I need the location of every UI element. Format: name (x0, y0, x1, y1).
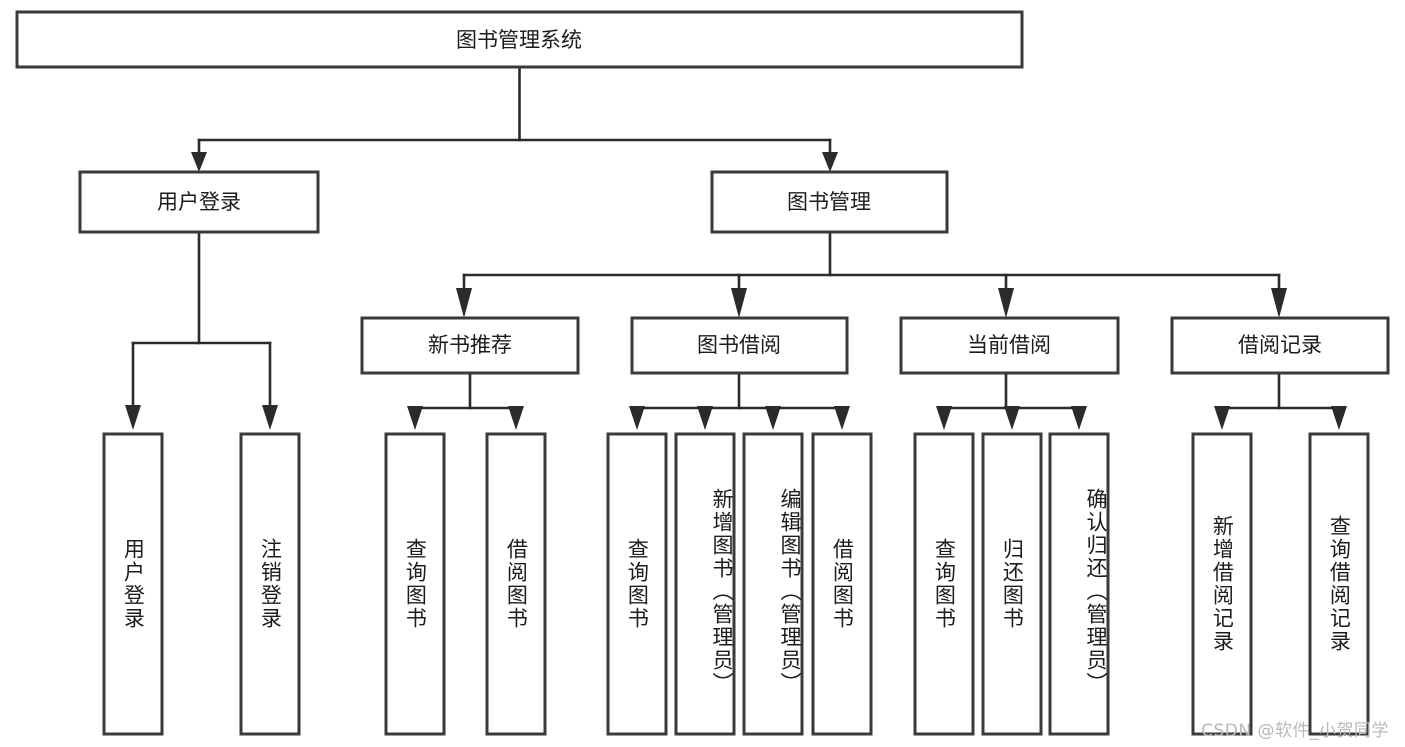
arrow-head-leaf-borrow-book-bb (834, 406, 850, 430)
node-leaf-query-book-bb-box[interactable] (606, 432, 668, 736)
node-current-borrow-box[interactable] (899, 316, 1120, 375)
node-current-borrow-label: 当前借阅 (967, 333, 1051, 357)
node-leaf-add-record-box[interactable] (1191, 432, 1253, 736)
arrow-head-leaf-query-record (1331, 406, 1347, 430)
connector-group-book-manage (456, 230, 1287, 318)
node-leaf-borrow-book-bb-box[interactable] (811, 432, 873, 736)
arrow-head-book-borrow (731, 288, 747, 318)
watermark-text: CSDN @软件_小贺同学 (1201, 721, 1389, 741)
node-borrow-record[interactable]: 借阅记录 (1170, 316, 1390, 375)
node-root-box[interactable] (15, 10, 1024, 69)
connector-group-user-login (125, 230, 278, 430)
arrow-head-leaf-user-login (125, 405, 141, 430)
arrow-head-leaf-add-record (1214, 406, 1230, 430)
node-root[interactable]: 图书管理系统 (15, 10, 1024, 69)
node-borrow-record-box[interactable] (1170, 316, 1390, 375)
arrow-head-leaf-borrow-book-rec (508, 406, 524, 430)
node-leaf-edit-book-box[interactable] (742, 432, 804, 736)
connector-group-borrow-record (1214, 371, 1347, 430)
arrow-head-book-manage (822, 152, 838, 172)
node-leaf-query-book-rec-box[interactable] (384, 432, 446, 736)
connector-group-root (191, 65, 838, 172)
node-book-borrow[interactable]: 图书借阅 (630, 316, 849, 375)
node-leaf-query-book-cb-box[interactable] (913, 432, 975, 736)
node-new-book-recommend-box[interactable] (360, 316, 580, 375)
node-book-manage[interactable]: 图书管理 (710, 170, 949, 234)
node-root-label: 图书管理系统 (456, 28, 582, 52)
arrow-head-new-book-recommend (456, 288, 472, 318)
node-borrow-record-label: 借阅记录 (1238, 333, 1322, 357)
node-book-borrow-box[interactable] (630, 316, 849, 375)
arrow-head-leaf-user-logout (262, 405, 278, 430)
node-new-book-recommend-label: 新书推荐 (428, 333, 512, 357)
node-leaf-user-logout-box[interactable] (239, 432, 301, 736)
arrow-head-leaf-query-book-cb (936, 406, 952, 430)
node-leaf-confirm-return-box[interactable] (1048, 432, 1110, 736)
arrow-head-leaf-add-book (697, 406, 713, 430)
node-user-login-label: 用户登录 (157, 190, 241, 214)
arrow-head-leaf-query-book-rec (407, 406, 423, 430)
arrow-head-leaf-edit-book (765, 406, 781, 430)
node-book-manage-label: 图书管理 (787, 190, 871, 214)
node-leaf-user-login-box[interactable] (102, 432, 164, 736)
connector-group-current-borrow (936, 371, 1087, 430)
arrow-head-leaf-confirm-return (1071, 406, 1087, 430)
node-leaf-add-book-box[interactable] (674, 432, 736, 736)
connector-group-book-borrow (629, 371, 850, 430)
arrow-head-user-login (191, 152, 207, 172)
node-new-book-recommend[interactable]: 新书推荐 (360, 316, 580, 375)
node-book-manage-box[interactable] (710, 170, 949, 234)
node-book-borrow-label: 图书借阅 (697, 333, 781, 357)
node-leaf-query-record-box[interactable] (1308, 432, 1370, 736)
node-leaf-return-book-box[interactable] (981, 432, 1043, 736)
arrow-head-current-borrow (998, 288, 1014, 318)
node-current-borrow[interactable]: 当前借阅 (899, 316, 1120, 375)
connector-group-new-book-recommend (407, 371, 524, 430)
node-leaf-borrow-book-rec-box[interactable] (485, 432, 547, 736)
arrow-head-leaf-return-book (1004, 406, 1020, 430)
node-user-login[interactable]: 用户登录 (78, 170, 320, 234)
arrow-head-leaf-query-book-bb (629, 406, 645, 430)
node-user-login-box[interactable] (78, 170, 320, 234)
arrow-head-borrow-record (1271, 288, 1287, 318)
